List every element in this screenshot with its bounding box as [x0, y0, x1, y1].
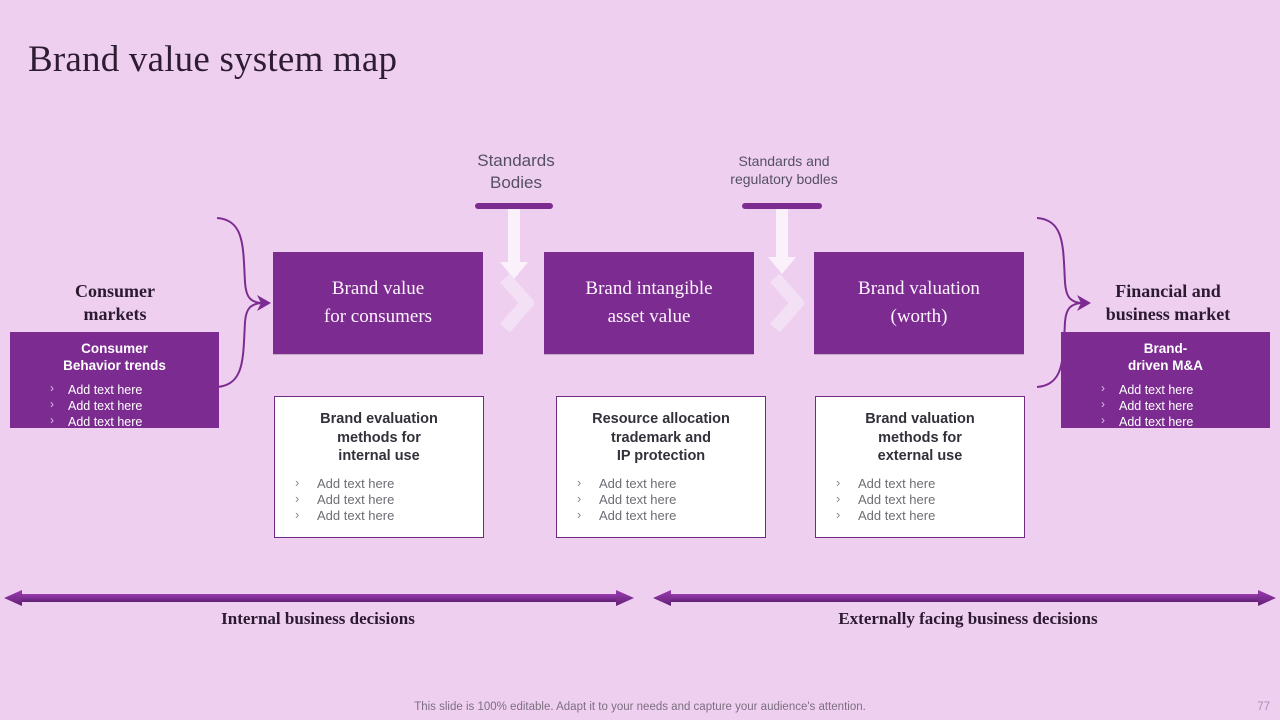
- detail-title-line2: methods for: [337, 429, 421, 446]
- detail-box-title: Brand evaluation methods for internal us…: [275, 410, 483, 466]
- heading-line2: business market: [1105, 304, 1231, 325]
- main-box-text: Brand intangible asset value: [585, 275, 712, 330]
- list-item[interactable]: Add text here: [577, 475, 765, 492]
- main-box-brand-value-for-consumers[interactable]: Brand value for consumers: [273, 252, 483, 354]
- main-box-line1: Brand valuation: [858, 278, 980, 300]
- page-title: Brand value system map: [28, 39, 398, 80]
- list-item[interactable]: Add text here: [50, 381, 219, 398]
- main-box-text: Brand value for consumers: [324, 275, 432, 330]
- side-box-brand-driven-ma[interactable]: Brand- driven M&A Add text here Add text…: [1061, 332, 1270, 430]
- heading-line1: Consumer: [75, 281, 155, 301]
- main-box-brand-valuation-worth[interactable]: Brand valuation (worth): [814, 252, 1024, 354]
- arrow-head: [500, 262, 528, 279]
- standards-bodies-bar: [475, 203, 553, 209]
- list-item[interactable]: Add text here: [295, 491, 483, 508]
- list-item[interactable]: Add text here: [1101, 381, 1270, 398]
- heading-line1: Financial and: [1115, 281, 1221, 301]
- standards-bodies-line1: Standards: [477, 151, 555, 170]
- side-box-title: Consumer Behavior trends: [10, 341, 219, 375]
- chevron-right-icon-2: [770, 273, 804, 333]
- detail-title-line1: Brand evaluation: [320, 411, 438, 427]
- curly-connector-left-icon: [205, 210, 275, 400]
- detail-bullet-list: Add text here Add text here Add text her…: [557, 475, 765, 525]
- list-item[interactable]: Add text here: [50, 413, 219, 430]
- regulatory-bodies-line1: Standards and: [738, 153, 830, 169]
- side-box-title: Brand- driven M&A: [1061, 341, 1270, 375]
- internal-decisions-label: Internal business decisions: [221, 609, 415, 628]
- detail-title-line3: internal use: [338, 448, 420, 465]
- regulatory-bodies-bar: [742, 203, 822, 209]
- detail-box-resource-allocation[interactable]: Resource allocation trademark and IP pro…: [556, 396, 766, 538]
- chevron-right-icon-1: [500, 273, 534, 333]
- main-box-brand-intangible-asset-value[interactable]: Brand intangible asset value: [544, 252, 754, 354]
- side-bullet-list: Add text here Add text here Add text her…: [10, 381, 219, 430]
- main-box-line1: Brand value: [331, 278, 425, 300]
- arrow-stem: [776, 209, 788, 257]
- arrow-stem: [508, 209, 520, 262]
- detail-title-line3: external use: [877, 448, 963, 465]
- page-number: 77: [1257, 701, 1270, 713]
- list-item[interactable]: Add text here: [1101, 397, 1270, 414]
- consumer-markets-heading: Consumer markets: [20, 280, 210, 326]
- detail-bullet-list: Add text here Add text here Add text her…: [816, 475, 1024, 525]
- list-item[interactable]: Add text here: [50, 397, 219, 414]
- side-title-line1: Brand-: [1143, 341, 1188, 356]
- detail-title-line1: Brand valuation: [865, 411, 975, 427]
- list-item[interactable]: Add text here: [836, 491, 1024, 508]
- external-decisions-arrow: [653, 590, 1276, 606]
- standards-bodies-line2: Bodies: [490, 173, 542, 193]
- detail-box-brand-evaluation-methods[interactable]: Brand evaluation methods for internal us…: [274, 396, 484, 538]
- main-box-line2: (worth): [890, 306, 948, 327]
- financial-business-market-heading: Financial and business market: [1072, 280, 1264, 326]
- list-item[interactable]: Add text here: [836, 507, 1024, 524]
- detail-title-line2: methods for: [878, 429, 962, 446]
- arrow-head: [768, 257, 796, 274]
- detail-bullet-list: Add text here Add text here Add text her…: [275, 475, 483, 525]
- detail-title-line1: Resource allocation: [592, 411, 730, 427]
- detail-title-line2: trademark and: [611, 429, 711, 446]
- detail-box-brand-valuation-methods[interactable]: Brand valuation methods for external use…: [815, 396, 1025, 538]
- detail-title-line3: IP protection: [616, 448, 706, 465]
- heading-line2: markets: [83, 304, 147, 325]
- side-title-line2: Behavior trends: [63, 357, 166, 373]
- list-item[interactable]: Add text here: [577, 507, 765, 524]
- detail-box-title: Brand valuation methods for external use: [816, 410, 1024, 466]
- side-title-line1: Consumer: [81, 341, 148, 356]
- side-bullet-list: Add text here Add text here Add text her…: [1061, 381, 1270, 430]
- side-title-line2: driven M&A: [1127, 357, 1203, 373]
- footer-note: This slide is 100% editable. Adapt it to…: [414, 701, 866, 713]
- detail-box-title: Resource allocation trademark and IP pro…: [557, 410, 765, 466]
- curly-connector-right-icon: [1025, 210, 1095, 400]
- list-item[interactable]: Add text here: [577, 491, 765, 508]
- main-box-line1: Brand intangible: [585, 278, 713, 300]
- list-item[interactable]: Add text here: [1101, 413, 1270, 430]
- main-box-line2: asset value: [607, 306, 691, 327]
- main-box-line2: for consumers: [323, 306, 433, 327]
- main-box-text: Brand valuation (worth): [858, 275, 980, 330]
- list-item[interactable]: Add text here: [836, 475, 1024, 492]
- list-item[interactable]: Add text here: [295, 507, 483, 524]
- regulatory-bodies-label: Standards and regulatory bodles: [713, 152, 855, 188]
- internal-decisions-arrow: [4, 590, 634, 606]
- side-box-consumer-behavior-trends[interactable]: Consumer Behavior trends Add text here A…: [10, 332, 219, 430]
- external-decisions-label: Externally facing business decisions: [838, 609, 1098, 628]
- list-item[interactable]: Add text here: [295, 475, 483, 492]
- regulatory-bodies-line2: regulatory bodles: [730, 171, 838, 188]
- standards-bodies-label: Standards Bodies: [452, 150, 580, 194]
